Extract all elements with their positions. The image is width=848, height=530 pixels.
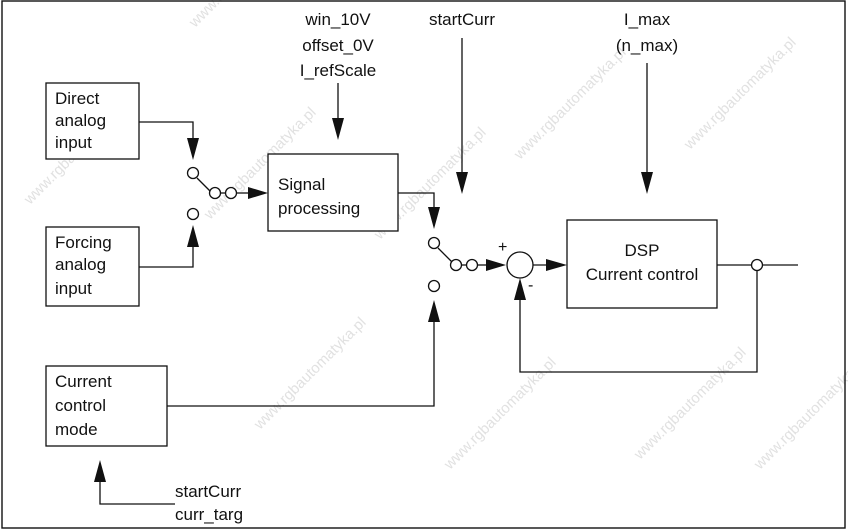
current-control-mode-block <box>45 365 168 447</box>
mode-line3: mode <box>55 420 98 439</box>
feedback-arrowhead <box>514 278 526 300</box>
output-node <box>750 258 764 272</box>
direct-input-line2: analog <box>55 111 106 130</box>
signal-processing-block <box>267 153 399 232</box>
switch1-contact-top <box>186 166 200 180</box>
watermark: www.rgbautomatyka.pl <box>250 314 369 433</box>
watermark: www.rgbautomatyka.pl <box>510 44 629 163</box>
forcing-input-line3: input <box>55 279 92 298</box>
mode-line2: control <box>55 396 106 415</box>
watermark: www.rgbautomatyka.pl <box>680 34 799 153</box>
mode-input-startcurr: startCurr <box>175 482 241 501</box>
forcing-input-arrowhead <box>187 225 199 247</box>
signal-input-arrowhead <box>248 187 268 199</box>
watermark: www.rgbautomatyka.pl <box>630 344 749 463</box>
imax-arrowhead <box>641 172 653 194</box>
summing-plus-sign: + <box>498 239 507 256</box>
mode-output-wire <box>167 322 435 407</box>
switch2-pivot <box>449 258 463 272</box>
mode-line1: Current <box>55 372 112 391</box>
dsp-line2: Current control <box>586 265 698 284</box>
signal-output-arrowhead <box>428 207 440 229</box>
param-i-refscale: I_refScale <box>300 61 377 80</box>
dsp-input-arrowhead <box>546 259 567 271</box>
forcing-input-line2: analog <box>55 255 106 274</box>
param-i-max: I_max <box>624 10 671 29</box>
mode-input-arrowhead <box>94 460 106 482</box>
switch2-contact-top <box>427 236 441 250</box>
signal-processing-line1: Signal <box>278 175 325 194</box>
direct-input-line1: Direct <box>55 89 100 108</box>
direct-analog-input-block <box>45 82 140 160</box>
watermark: www.rgbautomatyka.pl <box>750 354 848 473</box>
direct-input-wire <box>139 121 194 142</box>
watermark: www.rgbautomatyka.pl <box>185 0 304 32</box>
switch2-output-node <box>465 258 479 272</box>
mode-input-curr-targ: curr_targ <box>175 505 243 524</box>
param-offset-0v: offset_0V <box>302 36 374 55</box>
signal-processing-line2: processing <box>278 199 360 218</box>
dsp-line1: DSP <box>625 241 660 260</box>
dsp-current-control-block <box>566 219 718 309</box>
direct-input-line3: input <box>55 133 92 152</box>
feedback-wire <box>519 271 758 373</box>
mode-input-wire <box>99 478 175 505</box>
switch2-contact-bottom <box>427 279 441 293</box>
forcing-input-wire <box>139 244 194 268</box>
param-startcurr: startCurr <box>429 10 495 29</box>
startcurr-arrowhead <box>456 172 468 194</box>
sum-input-arrowhead <box>486 259 506 271</box>
forcing-input-line1: Forcing <box>55 233 112 252</box>
switch1-contact-bottom <box>186 207 200 221</box>
summing-junction <box>506 251 534 279</box>
summing-minus-sign: - <box>528 277 533 294</box>
mode-output-arrowhead <box>428 300 440 322</box>
param-n-max: (n_max) <box>616 36 678 55</box>
param-win-10v: win_10V <box>304 10 371 29</box>
switch1-pivot <box>208 186 222 200</box>
direct-input-arrowhead <box>187 138 199 160</box>
signal-params-arrowhead <box>332 118 344 140</box>
switch1-output-node <box>224 186 238 200</box>
signal-output-wire <box>398 192 435 212</box>
forcing-analog-input-block <box>45 226 140 307</box>
